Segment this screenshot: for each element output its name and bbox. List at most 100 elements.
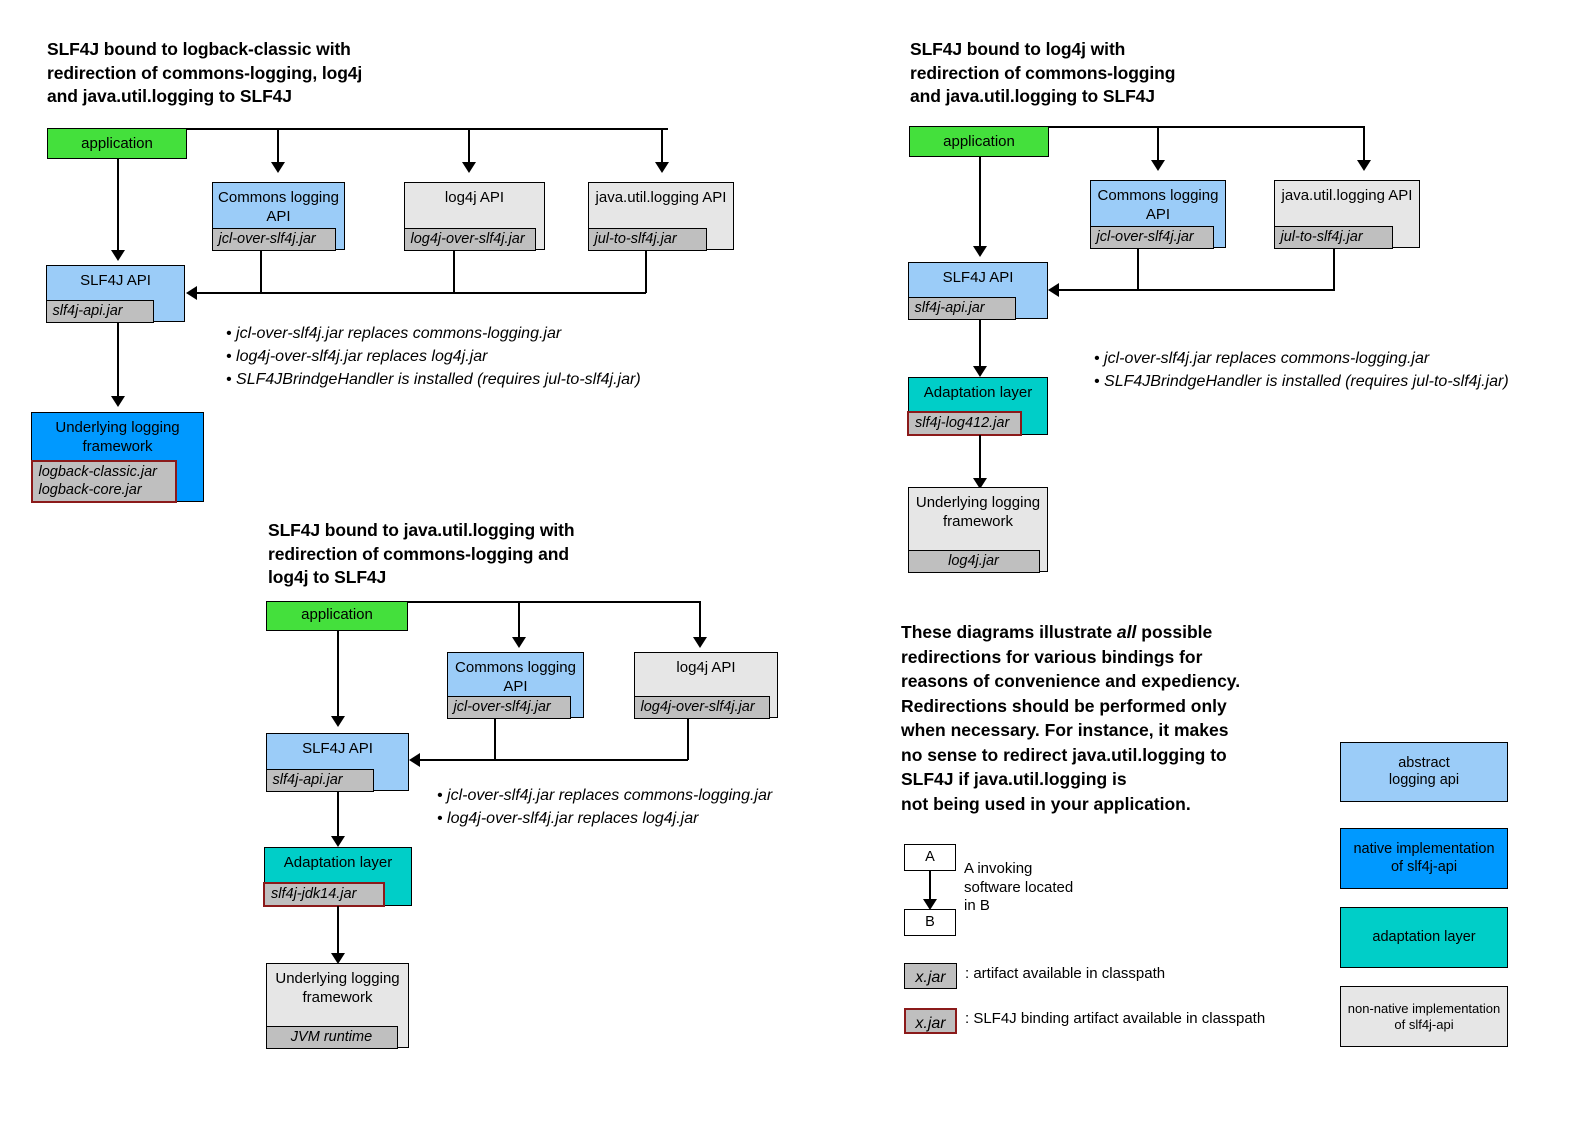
- log4j-return-bus: [1059, 289, 1335, 291]
- log4j-slf4j-to-adaptation-line: [979, 319, 981, 367]
- jul-commons-api-box: Commons logging API jcl-over-slf4j.jar: [446, 652, 584, 719]
- jul-return-bus: [420, 759, 688, 761]
- logback-app-to-slf4j-arrow: [111, 250, 125, 261]
- jul-bus-to-log4j: [699, 601, 701, 639]
- logback-bus-to-commons: [277, 128, 279, 166]
- logback-jul-jar-chip: jul-to-slf4j.jar: [587, 227, 707, 251]
- log4j-adaptation-box: Adaptation layer slf4j-log412.jar: [907, 377, 1048, 436]
- explanation-paragraph: These diagrams illustrate all possible r…: [901, 622, 1241, 814]
- log4j-underlying-label: Underlying logging framework: [915, 494, 1041, 530]
- log4j-adaptation-to-underlying-arrow: [973, 478, 987, 489]
- jul-log4j-jar-chip: log4j-over-slf4j.jar: [633, 695, 770, 719]
- log4j-application-box: application: [909, 126, 1049, 157]
- jul-slf4j-api-box: SLF4J API slf4j-api.jar: [265, 733, 409, 792]
- logback-bus-to-log4j: [468, 128, 470, 166]
- log4j-commons-drop: [1137, 248, 1139, 290]
- log4j-slf4j-api-label: SLF4J API: [942, 269, 1014, 286]
- logback-commons-api-box: Commons logging API jcl-over-slf4j.jar: [211, 182, 345, 251]
- legend-non-native-implementation: non-native implementation of slf4j-api: [1340, 986, 1508, 1047]
- log4j-adaptation-jar-chip: slf4j-log412.jar: [907, 411, 1022, 436]
- legend-native-implementation-label: native implementation of slf4j-api: [1353, 841, 1495, 875]
- jul-adaptation-to-underlying-arrow: [331, 953, 345, 964]
- logback-note-2: • log4j-over-slf4j.jar replaces log4j.ja…: [226, 348, 488, 365]
- jul-app-to-slf4j-arrow: [331, 716, 345, 727]
- legend-adaptation-layer-label: adaptation layer: [1372, 928, 1476, 945]
- logback-return-bus: [197, 292, 646, 294]
- key-arrow-line: [929, 871, 931, 901]
- key-box-b: B: [904, 909, 956, 936]
- key-binding-caption: : SLF4J binding artifact available in cl…: [965, 1010, 1266, 1027]
- log4j-commons-api-label: Commons logging API: [1097, 187, 1219, 223]
- logback-commons-drop: [260, 250, 262, 293]
- logback-application-box: application: [47, 128, 187, 159]
- key-arrow-caption: A invoking software located in B: [964, 860, 1074, 914]
- legend-native-implementation: native implementation of slf4j-api: [1340, 828, 1508, 889]
- key-binding-chip: x.jar: [904, 1008, 957, 1034]
- logback-slf4j-to-underlying-arrow: [111, 396, 125, 407]
- logback-application-label: application: [81, 135, 153, 152]
- log4j-application-label: application: [943, 133, 1015, 150]
- logback-jul-api-box: java.util.logging API jul-to-slf4j.jar: [587, 182, 734, 251]
- logback-note-1: • jcl-over-slf4j.jar replaces commons-lo…: [226, 325, 562, 342]
- jul-commons-api-label: Commons logging API: [455, 659, 576, 695]
- log4j-jul-api-box: java.util.logging API jul-to-slf4j.jar: [1273, 180, 1420, 249]
- log4j-jul-jar-chip: jul-to-slf4j.jar: [1273, 225, 1393, 249]
- jul-slf4j-to-adaptation-line: [337, 791, 339, 838]
- jul-note-2: • log4j-over-slf4j.jar replaces log4j.ja…: [437, 810, 699, 827]
- log4j-return-arrow: [1048, 283, 1059, 297]
- jul-bus-horizontal: [407, 601, 700, 603]
- jul-adaptation-jar-chip: slf4j-jdk14.jar: [263, 882, 385, 907]
- log4j-note-2: • SLF4JBrindgeHandler is installed (requ…: [1094, 373, 1509, 390]
- logback-app-to-slf4j-line: [117, 159, 119, 251]
- jul-underlying-jar-chip: JVM runtime: [265, 1025, 398, 1049]
- jul-commons-drop: [494, 718, 496, 760]
- jul-return-arrow: [409, 753, 420, 767]
- jul-underlying-box: Underlying logging framework JVM runtime: [265, 963, 409, 1049]
- jul-commons-jar-chip: jcl-over-slf4j.jar: [446, 695, 571, 719]
- log4j-diagram-title: SLF4J bound to log4j with redirection of…: [910, 39, 1176, 106]
- log4j-bus-horizontal: [1048, 126, 1364, 128]
- log4j-underlying-box: Underlying logging framework log4j.jar: [907, 487, 1048, 573]
- logback-slf4j-api-box: SLF4J API slf4j-api.jar: [45, 265, 185, 323]
- jul-bus-to-commons: [518, 601, 520, 639]
- logback-arrow-to-commons: [271, 162, 285, 173]
- logback-underlying-box: Underlying logging framework logback-cla…: [30, 412, 204, 503]
- jul-slf4j-to-adaptation-arrow: [331, 836, 345, 847]
- key-artifact-chip: x.jar: [904, 963, 957, 989]
- jul-slf4j-api-jar-chip: slf4j-api.jar: [265, 768, 374, 792]
- logback-slf4j-api-label: SLF4J API: [80, 272, 151, 289]
- key-arrow-head: [923, 899, 937, 910]
- log4j-jul-api-label: java.util.logging API: [1281, 187, 1413, 204]
- logback-jul-drop: [645, 250, 647, 293]
- log4j-arrow-to-commons: [1151, 160, 1165, 171]
- logback-log4j-api-label: log4j API: [444, 189, 505, 206]
- jul-log4j-drop: [687, 718, 689, 760]
- log4j-underlying-jar-chip: log4j.jar: [907, 549, 1040, 573]
- logback-underlying-jar-chip: logback-classic.jar logback-core.jar: [30, 459, 177, 503]
- jul-adaptation-box: Adaptation layer slf4j-jdk14.jar: [263, 847, 412, 907]
- jul-arrow-to-commons: [512, 637, 526, 648]
- key-box-a: A: [904, 844, 956, 871]
- log4j-app-to-slf4j-arrow: [973, 246, 987, 257]
- key-box-a-label: A: [925, 848, 935, 865]
- jul-application-box: application: [266, 601, 408, 631]
- jul-adaptation-label: Adaptation layer: [283, 854, 393, 871]
- jul-adaptation-to-underlying-line: [337, 906, 339, 954]
- log4j-commons-jar-chip: jcl-over-slf4j.jar: [1089, 225, 1214, 249]
- key-box-b-label: B: [925, 913, 935, 930]
- jul-slf4j-api-label: SLF4J API: [302, 740, 373, 757]
- log4j-slf4j-to-adaptation-arrow: [973, 366, 987, 377]
- log4j-jul-drop: [1333, 248, 1335, 290]
- log4j-commons-api-box: Commons logging API jcl-over-slf4j.jar: [1089, 180, 1226, 249]
- logback-bus-horizontal: [186, 128, 668, 130]
- jul-app-to-slf4j-line: [337, 631, 339, 717]
- log4j-slf4j-api-box: SLF4J API slf4j-api.jar: [907, 262, 1048, 320]
- logback-slf4j-to-underlying-line: [117, 322, 119, 397]
- log4j-bus-to-jul: [1363, 126, 1365, 164]
- logback-return-arrow: [186, 286, 197, 300]
- legend-non-native-implementation-label: non-native implementation of slf4j-api: [1347, 1000, 1501, 1032]
- log4j-bus-to-commons: [1157, 126, 1159, 164]
- logback-arrow-to-log4j: [462, 162, 476, 173]
- jul-log4j-api-label: log4j API: [676, 659, 736, 676]
